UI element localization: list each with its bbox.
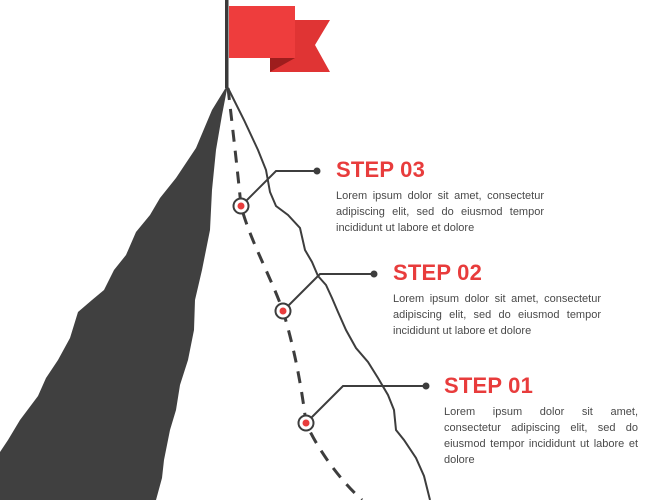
ridge-line	[227, 87, 431, 500]
step-03-connector	[240, 170, 317, 207]
step-01-description: Lorem ipsum dolor sit amet, consectetur …	[444, 406, 638, 466]
step-02-description: Lorem ipsum dolor sit amet, consectetur …	[393, 293, 601, 337]
step-01-title: STEP 01	[444, 373, 534, 398]
flag-front	[229, 6, 295, 58]
step-02-end-dot	[370, 270, 378, 278]
step-01-block: STEP 01 Lorem ipsum dolor sit amet, cons…	[444, 374, 638, 468]
flag-pole	[225, 0, 229, 88]
step-03-title: STEP 03	[336, 157, 426, 182]
step-03-block: STEP 03 Lorem ipsum dolor sit amet, cons…	[336, 158, 544, 236]
step-01-marker	[297, 414, 315, 432]
mountain-shape	[0, 84, 228, 500]
step-01-end-dot	[422, 382, 430, 390]
dashed-climb-path	[226, 87, 364, 500]
step-01-connector	[305, 385, 426, 424]
step-03-description: Lorem ipsum dolor sit amet, consectetur …	[336, 190, 544, 234]
step-03-marker	[232, 197, 250, 215]
flag-fold-shadow	[270, 58, 295, 72]
step-02-connector	[282, 273, 374, 312]
step-03-end-dot	[313, 167, 321, 175]
step-02-marker	[274, 302, 292, 320]
step-02-title: STEP 02	[393, 260, 483, 285]
step-02-block: STEP 02 Lorem ipsum dolor sit amet, cons…	[393, 261, 601, 339]
